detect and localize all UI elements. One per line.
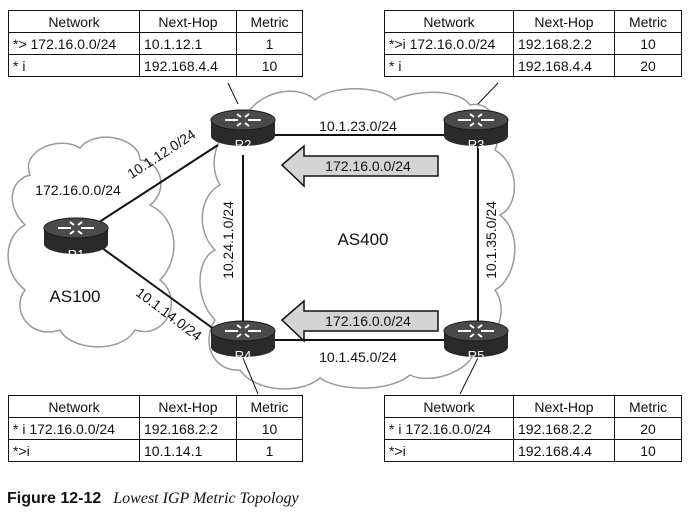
r3-row1-metric: 10	[614, 32, 682, 55]
r2-row1-nexthop: 10.1.12.1	[139, 32, 237, 55]
router-r4-label: R4	[235, 348, 252, 363]
r5-row2-nexthop: 192.168.4.4	[513, 439, 615, 462]
bottom-advertisement-arrow	[280, 299, 439, 343]
r3-row1-network: *>i 172.16.0.0/24	[384, 32, 514, 55]
r2-header-nexthop: Next-Hop	[139, 10, 237, 33]
router-r5: R5	[443, 320, 509, 363]
r5-bgp-table: Network Next-Hop Metric * i 172.16.0.0/2…	[384, 395, 682, 462]
r4-row2-nexthop: 10.1.14.1	[139, 439, 237, 462]
table-row: * i 172.16.0.0/24 192.168.2.2 10	[8, 417, 303, 440]
as100-label: AS100	[49, 287, 100, 306]
r5-table-leader	[459, 357, 479, 395]
bottom-arrow-label: 172.16.0.0/24	[325, 313, 411, 329]
r4-header-metric: Metric	[236, 395, 303, 418]
router-r3: R3	[443, 109, 509, 152]
as100-prefix-label: 172.16.0.0/24	[35, 182, 121, 198]
r4-row1-nexthop: 192.168.2.2	[139, 417, 237, 440]
r3-table-leader	[477, 82, 499, 105]
link-r1-r4	[97, 244, 223, 336]
r5-header-metric: Metric	[614, 395, 682, 418]
r5-header-network: Network	[384, 395, 514, 418]
link-r1-r2	[89, 144, 219, 229]
r5-row1-nexthop: 192.168.2.2	[513, 417, 615, 440]
r3-row1-nexthop: 192.168.2.2	[513, 32, 615, 55]
r5-row2-metric: 10	[614, 439, 682, 462]
r3-header-metric: Metric	[614, 10, 682, 33]
router-r1-label: R1	[68, 247, 85, 262]
r2-row2-network: * i	[8, 54, 140, 77]
r2-row2-metric: 10	[236, 54, 303, 77]
r2-bgp-table: Network Next-Hop Metric *> 172.16.0.0/24…	[8, 10, 303, 77]
r2-row2-nexthop: 192.168.4.4	[139, 54, 237, 77]
as400-label: AS400	[337, 230, 388, 249]
table-row: *>i 172.16.0.0/24 192.168.2.2 10	[384, 32, 682, 55]
r5-row2-network: *>i	[384, 439, 514, 462]
router-r5-label: R5	[468, 348, 485, 363]
r4-row2-metric: 1	[236, 439, 303, 462]
link-r4-r5-label: 10.1.45.0/24	[319, 349, 397, 365]
r2-table-leader	[227, 82, 239, 105]
r4-row1-network: * i 172.16.0.0/24	[8, 417, 140, 440]
router-r1: R1	[43, 217, 109, 262]
table-row: *>i 10.1.14.1 1	[8, 439, 303, 462]
router-r2-label: R2	[235, 137, 252, 152]
router-r2: R2	[210, 109, 276, 152]
r4-row2-network: *>i	[8, 439, 140, 462]
router-r4: R4	[210, 320, 276, 363]
router-r3-label: R3	[468, 137, 485, 152]
r5-row1-metric: 20	[614, 417, 682, 440]
table-row: *>i 192.168.4.4 10	[384, 439, 682, 462]
r4-header-network: Network	[8, 395, 140, 418]
r3-row2-network: * i	[384, 54, 514, 77]
figure-caption: Figure 12-12 Lowest IGP Metric Topology	[7, 490, 299, 508]
top-arrow-label: 172.16.0.0/24	[325, 158, 411, 174]
r3-row2-nexthop: 192.168.4.4	[513, 54, 615, 77]
r4-header-nexthop: Next-Hop	[139, 395, 237, 418]
table-row: * i 172.16.0.0/24 192.168.2.2 20	[384, 417, 682, 440]
table-row: * i 192.168.4.4 10	[8, 54, 303, 77]
r5-header-nexthop: Next-Hop	[513, 395, 615, 418]
table-row: * i 192.168.4.4 20	[384, 54, 682, 77]
r4-table-leader	[242, 357, 259, 395]
r4-bgp-table: Network Next-Hop Metric * i 172.16.0.0/2…	[8, 395, 303, 462]
r2-row1-network: *> 172.16.0.0/24	[8, 32, 140, 55]
r3-row2-metric: 20	[614, 54, 682, 77]
figure-title: Lowest IGP Metric Topology	[113, 490, 299, 507]
link-r2-r4-label: 10.24.1.0/24	[220, 201, 236, 279]
link-r3-r5-label: 10.1.35.0/24	[483, 201, 499, 279]
r4-row1-metric: 10	[236, 417, 303, 440]
link-r2-r3-label: 10.1.23.0/24	[319, 118, 397, 134]
table-row: *> 172.16.0.0/24 10.1.12.1 1	[8, 32, 303, 55]
r3-header-nexthop: Next-Hop	[513, 10, 615, 33]
r2-row1-metric: 1	[236, 32, 303, 55]
r5-row1-network: * i 172.16.0.0/24	[384, 417, 514, 440]
r3-header-network: Network	[384, 10, 514, 33]
figure-number: Figure 12-12	[7, 490, 102, 507]
r2-header-network: Network	[8, 10, 140, 33]
r2-header-metric: Metric	[236, 10, 303, 33]
r3-bgp-table: Network Next-Hop Metric *>i 172.16.0.0/2…	[384, 10, 682, 77]
top-advertisement-arrow	[280, 144, 439, 188]
